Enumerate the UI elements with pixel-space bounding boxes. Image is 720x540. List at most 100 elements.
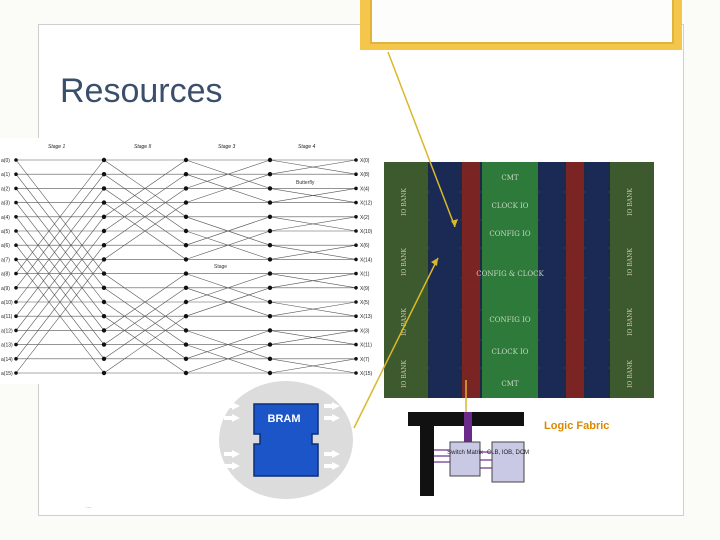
fft-node xyxy=(183,370,189,376)
fft-node xyxy=(267,200,273,205)
fft-input-label: a(1) xyxy=(1,172,10,178)
fft-node xyxy=(267,370,273,376)
fft-output-label: X(1) xyxy=(360,272,370,278)
footer-mark: ... xyxy=(86,504,92,510)
fft-stage-label: Stage 1 xyxy=(48,144,65,150)
fft-node xyxy=(14,328,18,333)
fft-stage-label: Stage II xyxy=(134,144,152,150)
bram-label: BRAM xyxy=(268,413,301,425)
fft-stage-labels: Stage 1 Stage II Stage 3 Stage 4 xyxy=(48,144,315,150)
routing-bar-vertical xyxy=(420,412,434,496)
fft-node xyxy=(267,172,273,177)
fft-input-label: a(4) xyxy=(1,215,10,221)
fft-node xyxy=(14,300,18,304)
fft-node xyxy=(101,299,107,305)
fft-output-label: X(11) xyxy=(360,343,372,349)
fft-line xyxy=(269,301,357,317)
fft-output-label: X(5) xyxy=(360,300,370,306)
fft-node xyxy=(183,356,189,361)
fft-line xyxy=(269,159,357,175)
center-block-cmt-bottom: CMT xyxy=(501,380,519,388)
fft-node xyxy=(354,286,358,290)
logic-column-right xyxy=(586,162,608,398)
fft-node xyxy=(183,299,189,305)
fft-line xyxy=(269,216,357,232)
fft-node xyxy=(183,172,189,177)
center-block-clock-io-top: CLOCK IO xyxy=(491,202,528,210)
fft-input-label: a(7) xyxy=(1,257,10,263)
fft-input-label: a(2) xyxy=(1,186,10,192)
fft-line xyxy=(269,244,357,260)
fft-line xyxy=(15,174,105,288)
fft-stage-label: Stage 3 xyxy=(218,144,235,150)
fft-annotation-stage: Stage xyxy=(214,264,227,270)
fft-line xyxy=(15,259,105,374)
fft-node xyxy=(101,370,107,376)
fft-node xyxy=(354,314,358,318)
fft-line xyxy=(15,159,105,274)
slide-title: Resources xyxy=(60,72,223,110)
io-bank-label-l3: IO BANK xyxy=(401,308,408,336)
logic-fabric-label: Logic Fabric xyxy=(544,420,610,432)
fft-line xyxy=(15,216,105,331)
fft-node xyxy=(267,214,273,219)
fft-node xyxy=(101,271,107,276)
fft-line xyxy=(15,188,105,303)
fft-node xyxy=(183,228,189,234)
fft-node xyxy=(354,215,358,219)
io-bank-label-r2: IO BANK xyxy=(627,248,634,276)
fft-line xyxy=(269,358,357,374)
fft-node xyxy=(267,328,273,333)
fft-node xyxy=(14,229,18,233)
fft-output-labels: X(0)X(8)X(4)X(12)X(2)X(10)X(6)X(14)X(1)X… xyxy=(360,158,372,377)
fft-connection-lines xyxy=(15,159,357,374)
fft-node xyxy=(14,286,18,290)
fft-node xyxy=(354,271,358,276)
fft-node xyxy=(14,371,18,375)
fft-input-label: a(9) xyxy=(1,286,10,292)
fft-input-label: a(6) xyxy=(1,243,10,249)
fft-output-label: X(0) xyxy=(360,158,370,164)
fft-line xyxy=(15,230,105,345)
bram-column-left xyxy=(462,162,480,398)
fft-node xyxy=(14,357,18,361)
routing-wires xyxy=(464,412,472,442)
io-bank-column-right xyxy=(610,162,654,398)
fft-output-label: X(2) xyxy=(360,215,370,221)
fft-node xyxy=(354,243,358,247)
switch-wires xyxy=(434,449,492,469)
center-block-config-io-top: CONFIG IO xyxy=(489,230,530,238)
fft-output-label: X(10) xyxy=(360,229,372,235)
center-column xyxy=(482,162,538,398)
fft-output-label: X(12) xyxy=(360,201,372,207)
switch-matrix-label: Switch Matrix xyxy=(447,450,483,456)
fft-input-label: a(10) xyxy=(1,300,13,306)
logic-column-left xyxy=(430,162,460,398)
fft-input-label: a(15) xyxy=(1,371,13,377)
fft-line xyxy=(103,173,187,232)
fft-node xyxy=(354,186,358,191)
fft-node xyxy=(101,243,107,248)
fft-input-labels: a(0)a(1)a(2)a(3)a(4)a(5)a(6)a(7)a(8)a(9)… xyxy=(1,158,13,377)
fft-node xyxy=(183,342,189,347)
fft-node xyxy=(354,328,358,333)
fft-output-label: X(9) xyxy=(360,286,370,292)
fft-node xyxy=(101,328,107,333)
header-accent-inner xyxy=(370,0,674,44)
fft-node xyxy=(267,356,273,361)
fft-node xyxy=(183,285,189,290)
fft-stage-label: Stage 4 xyxy=(298,144,315,150)
center-block-labels: CMT CLOCK IO CONFIG IO CONFIG & CLOCK CO… xyxy=(476,174,544,388)
fft-line xyxy=(185,330,271,360)
fft-node xyxy=(267,342,273,347)
logic-fabric-illustration: Switch Matrix CLB, IOB, DCM xyxy=(408,412,529,496)
fft-node xyxy=(354,172,358,176)
fft-node xyxy=(101,186,107,191)
fft-node xyxy=(14,158,18,162)
fft-node xyxy=(14,271,18,276)
fft-node xyxy=(354,371,358,375)
io-bank-label-l4: IO BANK xyxy=(401,360,408,388)
fft-output-label: X(7) xyxy=(360,357,370,363)
bram-arrows-left xyxy=(224,402,240,470)
fft-input-label: a(11) xyxy=(1,314,13,320)
